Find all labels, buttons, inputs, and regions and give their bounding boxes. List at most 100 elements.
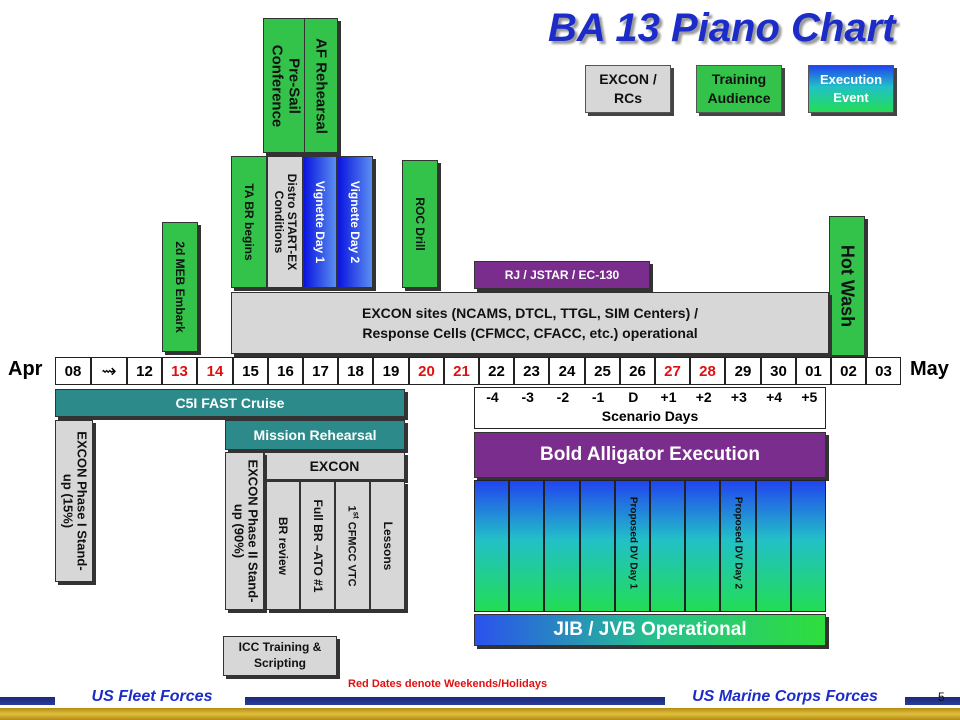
footer-gold-bar — [0, 708, 960, 720]
roc-drill-label: ROC Drill — [413, 197, 427, 251]
vignette-day2-label: Vignette Day 2 — [348, 180, 362, 264]
scenario-day: -4 — [486, 389, 499, 405]
date-cell: 19 — [373, 357, 409, 385]
dv-day1-label: Proposed DV Day 1 — [627, 497, 638, 590]
footer-left-label: US Fleet Forces — [91, 688, 213, 705]
mission-rehearsal-box: Mission Rehearsal — [225, 420, 405, 450]
footer-right-label: US Marine Corps Forces — [692, 688, 878, 705]
scenario-day: +3 — [730, 389, 747, 405]
month-may: May — [910, 358, 949, 380]
scenario-days-label: Scenario Days — [601, 408, 699, 424]
scenario-day: +4 — [766, 389, 783, 405]
execution-day-column — [685, 480, 720, 612]
execution-day-column — [580, 480, 615, 612]
date-cell: 14 — [197, 357, 233, 385]
cfmcc-vtc-number: 1 — [345, 504, 358, 512]
scenario-day: +1 — [660, 389, 677, 405]
cfmcc-vtc-superscript: st — [350, 511, 360, 519]
legend-execution: Execution Event — [808, 65, 894, 113]
bold-alligator-box: Bold Alligator Execution — [474, 432, 826, 478]
jib-label: JIB / JVB Operational — [553, 619, 747, 640]
lessons-box: Lessons — [370, 481, 405, 610]
hot-wash-label: Hot Wash — [837, 244, 858, 328]
legend-training-label: Training Audience — [707, 71, 771, 106]
scenario-day: -1 — [591, 389, 605, 405]
pre-sail-conference-box: Pre-Sail Conference — [263, 18, 307, 153]
dv-day2-label: Proposed DV Day 2 — [732, 497, 744, 590]
vignette-day2-box: Vignette Day 2 — [337, 156, 373, 288]
jib-box: JIB / JVB Operational — [474, 614, 826, 646]
full-br-box: Full BR –ATO #1 — [300, 481, 335, 610]
af-rehearsal-box: AF Rehearsal — [304, 18, 338, 153]
excon-phase2-label: EXCON Phase II Stand-up (90%) — [230, 459, 260, 603]
page-title: BA 13 Piano Chart — [548, 6, 896, 50]
date-cell: 16 — [268, 357, 303, 385]
date-cell: 15 — [233, 357, 268, 385]
af-rehearsal-label: AF Rehearsal — [312, 37, 330, 134]
cfmcc-vtc-box: 1st CFMCC VTC — [335, 481, 370, 610]
hot-wash-box: Hot Wash — [829, 216, 865, 356]
date-cell: 08 — [55, 357, 91, 385]
page-number: 5 — [938, 690, 945, 704]
excon-phase2-box: EXCON Phase II Stand-up (90%) — [225, 452, 264, 610]
cfmcc-vtc-text: CFMCC VTC — [345, 521, 358, 587]
date-cell: 18 — [338, 357, 373, 385]
br-review-label: BR review — [276, 516, 290, 575]
icc-training-label: ICC Training & Scripting — [238, 640, 322, 670]
footer-bar-left — [0, 697, 55, 705]
execution-day-column — [650, 480, 685, 612]
excon-header-label: EXCON — [309, 458, 360, 474]
execution-day-column: Proposed DV Day 1 — [615, 480, 650, 612]
date-cell: 12 — [127, 357, 162, 385]
date-cell: 20 — [409, 357, 444, 385]
date-cell: 02 — [831, 357, 866, 385]
date-cell: 21 — [444, 357, 479, 385]
scenario-day: D — [628, 389, 639, 405]
execution-day-column — [544, 480, 580, 612]
date-cell: 22 — [479, 357, 514, 385]
c5i-fast-cruise-label: C5I FAST Cruise — [175, 395, 285, 411]
execution-day-column: Proposed DV Day 2 — [720, 480, 756, 612]
scenario-day: +2 — [695, 389, 712, 405]
c5i-fast-cruise-box: C5I FAST Cruise — [55, 389, 405, 417]
icc-training-box: ICC Training & Scripting — [223, 636, 337, 676]
execution-day-column — [756, 480, 791, 612]
footer-bar-middle — [245, 697, 665, 705]
meb-embark-label: 2d MEB Embark — [173, 241, 187, 333]
scenario-day: -2 — [556, 389, 570, 405]
date-cell: 30 — [761, 357, 796, 385]
execution-day-column — [509, 480, 544, 612]
excon-sites-box: EXCON sites (NCAMS, DTCL, TTGL, SIM Cent… — [231, 292, 829, 354]
pre-sail-conference-label: Pre-Sail Conference — [269, 44, 303, 127]
date-cell: 26 — [620, 357, 655, 385]
date-cell: 17 — [303, 357, 338, 385]
execution-day-column — [474, 480, 509, 612]
date-cell: 03 — [866, 357, 901, 385]
full-br-label: Full BR –ATO #1 — [310, 499, 325, 592]
execution-day-column — [791, 480, 826, 612]
rj-jstar-box: RJ / JSTAR / EC-130 — [474, 261, 650, 289]
excon-phase1-box: EXCON Phase I Stand-up (15%) — [55, 420, 93, 582]
vignette-day1-label: Vignette Day 1 — [313, 180, 327, 264]
mission-rehearsal-label: Mission Rehearsal — [253, 427, 377, 443]
date-cell: 27 — [655, 357, 690, 385]
excon-sites-line2: Response Cells (CFMCC, CFACC, etc.) oper… — [362, 325, 698, 341]
distro-label: Distro START-EX Conditions — [272, 173, 300, 271]
vignette-day1-box: Vignette Day 1 — [303, 156, 337, 288]
date-cell: 01 — [796, 357, 831, 385]
rj-jstar-label: RJ / JSTAR / EC-130 — [504, 268, 620, 282]
distro-box: Distro START-EX Conditions — [267, 156, 303, 288]
footer-bar-right — [905, 697, 960, 705]
month-apr: Apr — [8, 358, 43, 380]
date-cell: 23 — [514, 357, 549, 385]
bold-alligator-label: Bold Alligator Execution — [540, 444, 760, 465]
scenario-day: +5 — [801, 389, 818, 405]
scenario-days-row: -4 -3 -2 -1 D +1 +2 +3 +4 +5 — [475, 389, 825, 407]
date-cell: 25 — [585, 357, 620, 385]
scenario-day: -3 — [521, 389, 534, 405]
legend-training: Training Audience — [696, 65, 782, 113]
excon-phase1-label: EXCON Phase I Stand-up (15%) — [60, 431, 90, 571]
lessons-label: Lessons — [380, 521, 395, 570]
holiday-note: Red Dates denote Weekends/Holidays — [348, 678, 548, 690]
scenario-days-box: -4 -3 -2 -1 D +1 +2 +3 +4 +5 Scenario Days — [474, 387, 826, 429]
